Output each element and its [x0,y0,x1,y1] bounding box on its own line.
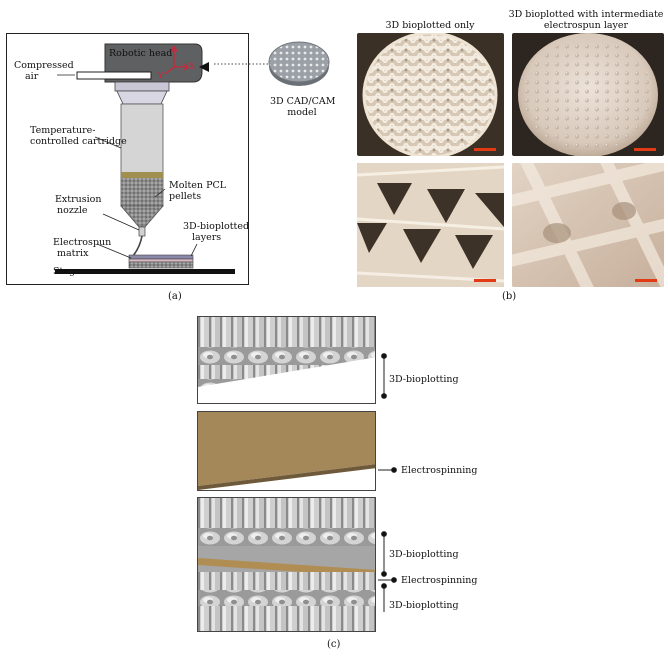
label-electrospinning-mid: Electrospinning [401,465,478,476]
nozzle [138,226,146,237]
cad-model-image [268,41,330,86]
scale-bar-1 [474,148,496,151]
label-bioplotted-layers-1: 3D-bioplotted [183,221,250,232]
air-tube [76,71,152,80]
xyz-axes-icon [164,46,189,75]
scale-bar-2 [634,148,656,151]
label-extrusion-nozzle-2: nozzle [57,205,88,216]
photo-electrospun-closeup [512,163,664,287]
caption-panel-b: (b) [502,291,517,302]
label-stage: Stage [53,266,81,277]
stage-bar [55,269,235,274]
label-bioplotted-layers-2: layers [192,232,222,243]
layer-brackets [378,353,397,612]
label-molten-pcl-2: pellets [169,191,202,202]
label-robotic-head: Robotic head [109,48,173,59]
render-bioplotting [197,316,376,404]
photo-electrospun-top [512,33,664,156]
render-electrospinning [197,411,376,491]
label-electrospun-matrix-1: Electrospun [53,237,112,248]
panel-a-diagram: Robotic head Compressed air Temperature-… [6,33,249,285]
cartridge-cone [120,205,164,228]
axis-y-label: Y [158,71,164,80]
label-cad-1: 3D CAD/CAM [270,96,336,107]
photo-bioplotted-closeup [357,163,504,287]
caption-panel-a: (a) [168,291,182,302]
label-temp-cartridge-2: controlled cartridge [30,136,127,147]
title-intermediate-2: electrospun layer [543,20,629,31]
label-3d-bioplotting-comb-top: 3D-bioplotting [389,549,459,560]
bioplotter-schematic [55,43,235,274]
title-bioplotted-only: 3D bioplotted only [385,20,475,31]
caption-panel-c: (c) [327,639,341,650]
axis-z-label: Z [171,45,177,54]
label-electrospinning-comb: Electrospinning [401,575,478,586]
label-molten-pcl-1: Molten PCL [169,180,227,191]
label-extrusion-nozzle-1: Extrusion [55,194,102,205]
label-compressed-air-2: air [25,71,39,82]
render-combined [197,497,376,632]
label-cad-2: model [287,107,317,118]
label-electrospun-matrix-2: matrix [57,248,89,259]
label-3d-bioplotting-top: 3D-bioplotting [389,374,459,385]
label-compressed-air-1: Compressed [14,60,74,71]
label-temp-cartridge-1: Temperature- [30,125,96,136]
cad-arrow-icon [199,62,209,72]
photo-bioplotted-top [357,33,504,156]
cad-dotted-connector [214,63,270,65]
scale-bar-4 [635,279,657,282]
title-intermediate-1: 3D bioplotted with intermediate [508,9,664,20]
scale-bar-3 [474,279,496,282]
label-3d-bioplotting-comb-bottom: 3D-bioplotting [389,600,459,611]
axis-x-label: X [189,62,195,71]
